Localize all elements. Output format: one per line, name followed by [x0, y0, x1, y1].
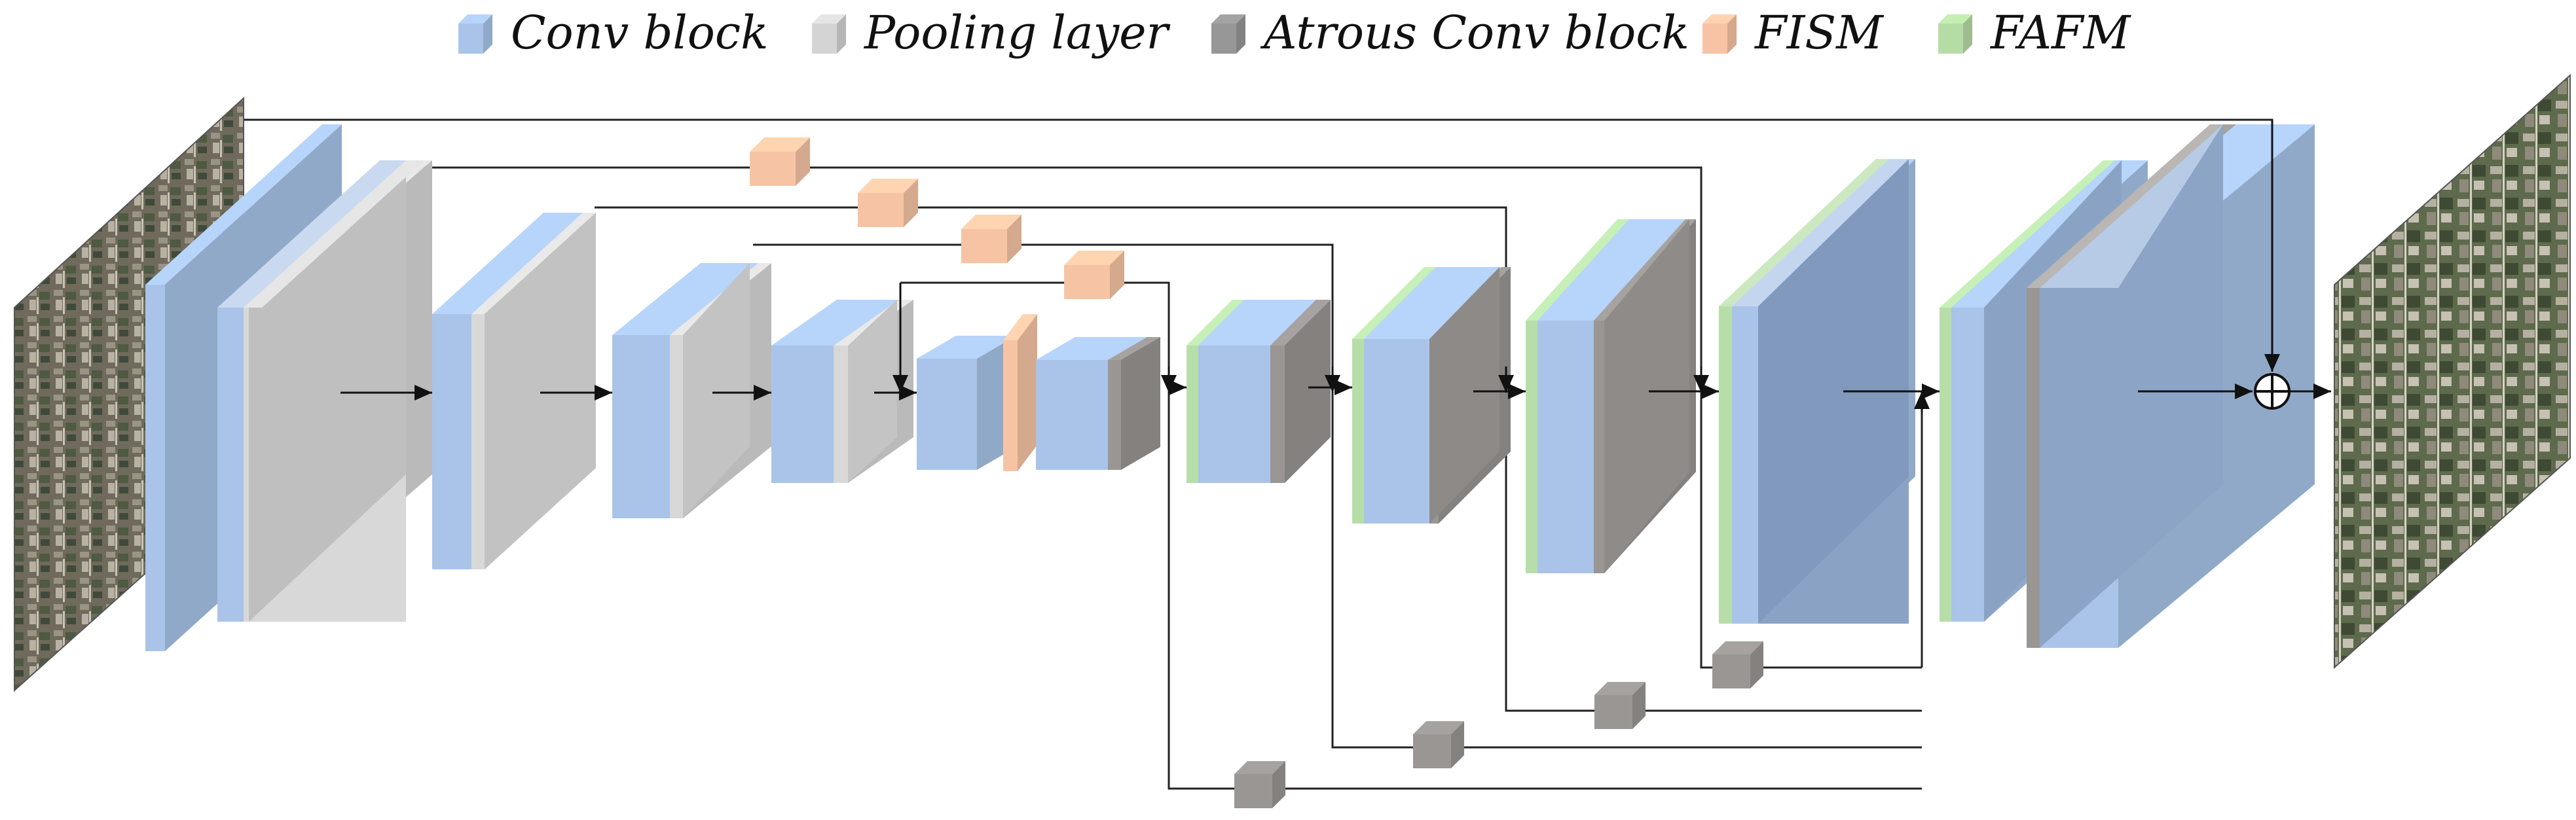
fism-cube-3	[961, 215, 1021, 263]
decoder-1-block-layer-2	[1270, 300, 1331, 483]
atrous-cube-1	[1712, 641, 1763, 688]
legend-label: Pooling layer	[863, 6, 1171, 60]
decoder-1-block	[1187, 300, 1331, 483]
network-blocks	[14, 73, 2571, 808]
pooling-layer-swatch-icon	[812, 14, 846, 54]
bottleneck-conv-block-layer-0	[917, 336, 1016, 470]
flow-arrows	[340, 120, 2331, 412]
element-wise-sum-icon	[2254, 373, 2291, 410]
skip-connection-line	[419, 166, 1702, 386]
skip-connection-line	[1700, 386, 1922, 669]
skip-connection-line	[1168, 386, 1922, 790]
fism-cube-2	[858, 179, 918, 227]
legend-label: Conv block	[511, 6, 769, 60]
bottleneck-atrous-block	[1036, 337, 1160, 470]
bottleneck-conv-block	[917, 336, 1016, 470]
fafm-swatch-icon	[1938, 14, 1972, 54]
bottleneck-fism-block	[1003, 314, 1037, 471]
legend-label: FISM	[1754, 6, 1885, 60]
atrous-cube-3	[1413, 721, 1464, 768]
skip-connection-line	[1505, 386, 1922, 712]
skip-connection-line	[753, 243, 1334, 386]
atrous-conv-block-swatch-icon	[1211, 14, 1245, 54]
legend-label: FAFM	[1989, 6, 2132, 60]
conv-block-swatch-icon	[458, 14, 492, 54]
fism-swatch-icon	[1702, 14, 1737, 54]
skip-connection-line	[1331, 386, 1922, 749]
satellite-output-image-icon	[2334, 73, 2571, 669]
bottleneck-fism-block-layer-0	[1003, 314, 1037, 471]
legend: Conv block Pooling layer Atrous Conv block…	[458, 6, 2132, 60]
atrous-cube-2	[1594, 682, 1646, 729]
fism-cube-1	[750, 137, 810, 186]
bottleneck-atrous-block-layer-1	[1108, 337, 1160, 470]
fism-cube-4	[1064, 251, 1124, 299]
skip-connection-line	[900, 281, 1170, 386]
atrous-cube-4	[1234, 761, 1285, 808]
legend-label: Atrous Conv block	[1260, 6, 1689, 60]
